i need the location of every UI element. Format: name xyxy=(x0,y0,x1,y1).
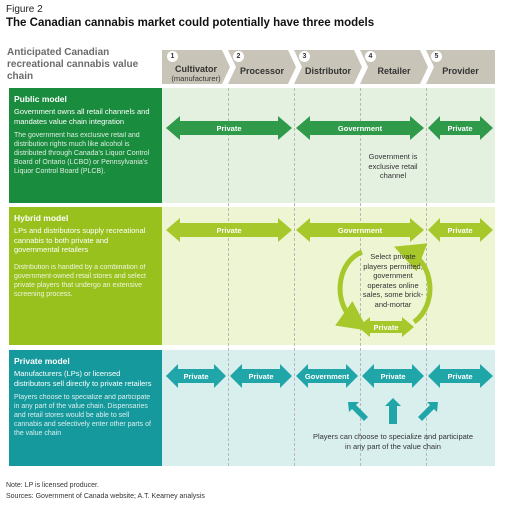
private-arrow-cultivator-label: Private xyxy=(183,372,208,381)
public-model-panel: Public model Government owns all retail … xyxy=(9,88,162,203)
public-model-heading: Public model xyxy=(14,94,67,104)
stage-number-5: 5 xyxy=(431,51,442,62)
hybrid-arrow-private xyxy=(166,218,292,242)
public-model-description: Government owns all retail channels and … xyxy=(14,107,150,126)
public-arrow-government-label: Government xyxy=(338,124,383,133)
stage-subtitle-1: (manufacturer) xyxy=(171,74,221,83)
private-model-description: Manufacturers (LPs) or licensed distribu… xyxy=(14,369,152,388)
hybrid-cycle-left-arc xyxy=(335,249,369,331)
stage-label-5: Provider xyxy=(442,66,479,76)
private-model-detail: Players choose to specialize and partici… xyxy=(14,394,151,437)
hybrid-arrow-provider-label: Private xyxy=(447,226,472,235)
sources: Sources: Government of Canada website; A… xyxy=(6,493,205,500)
pointer-arrow-right xyxy=(418,402,438,421)
footnote: Note: LP is licensed producer. xyxy=(6,482,99,489)
private-arrow-provider-label: Private xyxy=(447,372,472,381)
figure-title: The Canadian cannabis market could poten… xyxy=(6,17,375,29)
private-arrow-distributor-label: Government xyxy=(305,372,350,381)
stage-chevron-1 xyxy=(162,50,230,84)
stage-chevron-2 xyxy=(228,50,296,84)
column-divider-1 xyxy=(228,88,229,466)
private-arrow-processor-label: Private xyxy=(248,372,273,381)
stage-number-2: 2 xyxy=(233,51,244,62)
stage-chevron-4 xyxy=(360,50,428,84)
pointer-arrow-left xyxy=(348,402,368,421)
private-model-heading: Private model xyxy=(14,356,70,366)
stage-number-3: 3 xyxy=(299,51,310,62)
private-arrow-distributor xyxy=(296,364,358,388)
stage-number-4: 4 xyxy=(365,51,376,62)
public-model-detail: The government has exclusive retail and … xyxy=(14,132,150,175)
hybrid-model-description: LPs and distributors supply recreational… xyxy=(14,226,146,254)
value-chain-title: Anticipated Canadian recreational cannab… xyxy=(7,47,139,82)
pointer-arrow-center xyxy=(385,398,401,424)
hybrid-arrow-government-label: Government xyxy=(338,226,383,235)
public-arrow-government xyxy=(296,116,424,140)
private-arrow-processor xyxy=(230,364,292,388)
stage-number-1: 1 xyxy=(167,51,178,62)
stage-label-4: Retailer xyxy=(377,66,411,76)
stage-label-1: Cultivator(manufacturer) xyxy=(162,64,230,84)
public-arrow-private-label: Private xyxy=(216,124,241,133)
stage-distributor: 3 Distributor xyxy=(294,50,362,84)
hybrid-model-detail: Distribution is handled by a combination… xyxy=(14,264,146,298)
hybrid-model-note: Select private players permitted, govern… xyxy=(362,252,424,309)
stage-chevron-5 xyxy=(426,50,495,84)
stage-provider: 5 Provider xyxy=(426,50,495,84)
hybrid-arrow-provider xyxy=(428,218,493,242)
hybrid-retail-arrow xyxy=(358,317,414,337)
hybrid-model-heading: Hybrid model xyxy=(14,213,69,223)
private-arrow-retailer xyxy=(362,364,424,388)
private-arrow-retailer-label: Private xyxy=(380,372,405,381)
stage-retailer: 4 Retailer xyxy=(360,50,428,84)
stage-cultivator: 1 Cultivator(manufacturer) xyxy=(162,50,230,84)
public-arrow-provider-label: Private xyxy=(447,124,472,133)
private-pointer-arrows xyxy=(348,398,438,424)
stage-label-2: Processor xyxy=(239,66,285,76)
column-divider-2 xyxy=(294,88,295,466)
stage-chevron-3 xyxy=(294,50,362,84)
figure-label: Figure 2 xyxy=(6,4,43,15)
public-model-band xyxy=(162,88,495,203)
hybrid-retail-arrow-label: Private xyxy=(373,323,398,332)
private-model-note: Players can choose to specialize and par… xyxy=(312,432,474,451)
stage-processor: 2 Processor xyxy=(228,50,296,84)
private-model-panel: Private model Manufacturers (LPs) or lic… xyxy=(9,350,162,466)
column-divider-3 xyxy=(360,88,361,466)
hybrid-arrow-private-label: Private xyxy=(216,226,241,235)
public-arrow-private xyxy=(166,116,292,140)
hybrid-cycle-right-arc xyxy=(394,243,433,325)
hybrid-arrow-government xyxy=(296,218,424,242)
stage-title-1: Cultivator xyxy=(174,64,217,74)
private-arrow-provider xyxy=(428,364,493,388)
public-arrow-provider xyxy=(428,116,493,140)
private-arrow-cultivator xyxy=(166,364,226,388)
hybrid-model-panel: Hybrid model LPs and distributors supply… xyxy=(9,207,162,345)
public-model-note: Government is exclusive retail channel xyxy=(368,152,418,180)
stage-label-3: Distributor xyxy=(305,66,351,76)
